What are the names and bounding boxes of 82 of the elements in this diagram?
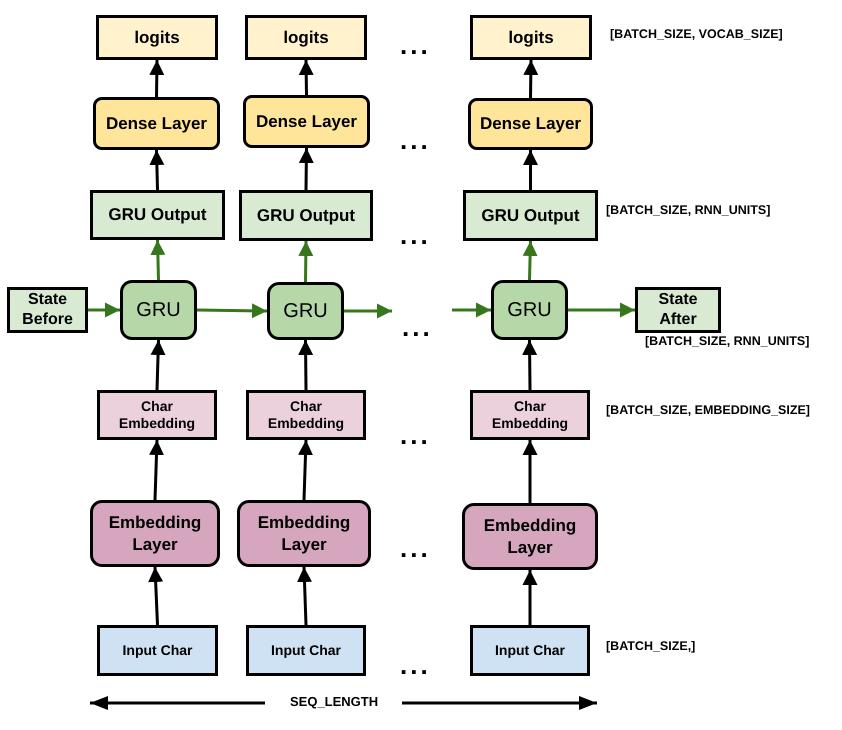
node-label: Dense Layer xyxy=(478,113,582,135)
arrow xyxy=(149,60,164,98)
ellipsis: ... xyxy=(400,30,431,62)
arrow xyxy=(298,240,314,282)
node-label: GRU Output xyxy=(256,204,356,226)
node-label: Char Embedding xyxy=(118,398,196,432)
arrow xyxy=(568,302,635,318)
arrow xyxy=(149,150,164,190)
node-label: Input Char xyxy=(494,642,566,660)
tensor-shape-label: [BATCH_SIZE, EMBEDDING_SIZE] xyxy=(606,403,810,418)
node-label: logits xyxy=(507,26,555,48)
ellipsis: ... xyxy=(402,312,433,344)
output-box xyxy=(239,190,373,241)
tensor-shape-label: [BATCH_SIZE, RNN_UNITS] xyxy=(645,334,810,349)
tensor-shape-label: [BATCH_SIZE, RNN_UNITS] xyxy=(606,203,770,218)
ellipsis: ... xyxy=(400,533,431,564)
layer-box xyxy=(468,98,593,150)
arrow xyxy=(522,570,538,625)
arrow xyxy=(522,240,538,280)
arrow xyxy=(298,440,313,500)
ellipsis: ... xyxy=(400,650,431,682)
arrow xyxy=(522,440,538,503)
dimension-label: SEQ_LENGTH xyxy=(290,694,378,710)
ellipsis: ... xyxy=(400,220,431,252)
arrow xyxy=(522,340,538,390)
node-label: Embedding Layer xyxy=(482,515,578,558)
arrow xyxy=(88,302,120,318)
arrow xyxy=(196,303,268,318)
node-label: Char Embedding xyxy=(266,398,346,432)
node-label: Embedding Layer xyxy=(108,512,202,555)
node-label: State Before xyxy=(21,290,74,330)
node-label: logits xyxy=(133,26,181,48)
tensor-shape-label: [BATCH_SIZE, VOCAB_SIZE] xyxy=(610,27,783,42)
gru-cell-box xyxy=(120,280,197,340)
ellipsis: ... xyxy=(400,125,431,156)
state-box xyxy=(635,287,721,333)
output-box xyxy=(463,190,598,241)
arrow xyxy=(150,240,166,280)
node-label: GRU xyxy=(282,298,329,324)
input-box xyxy=(470,625,590,676)
layer-box xyxy=(93,97,220,150)
output-box xyxy=(90,190,225,240)
gru-cell-box xyxy=(491,280,568,340)
node-label: logits xyxy=(282,26,330,48)
arrow xyxy=(149,440,164,500)
output-box xyxy=(470,15,592,60)
arrow xyxy=(148,566,164,626)
arrow xyxy=(298,340,314,390)
node-label: Dense Layer xyxy=(104,112,208,134)
arrow xyxy=(150,340,166,390)
output-box xyxy=(96,15,218,60)
state-box xyxy=(7,287,88,333)
arrow xyxy=(344,304,392,318)
arrow xyxy=(297,566,312,626)
layer-box xyxy=(462,503,598,570)
node-label: Char Embedding xyxy=(490,398,570,432)
node-label: State After xyxy=(657,290,699,330)
ellipsis: ... xyxy=(400,420,431,452)
output-box xyxy=(245,15,367,60)
input-box xyxy=(97,625,218,676)
layer-box xyxy=(237,500,371,567)
arrow xyxy=(298,148,314,190)
embedding-box xyxy=(246,390,366,440)
arrow xyxy=(523,150,538,190)
node-label: Input Char xyxy=(122,642,194,660)
layer-box xyxy=(243,95,370,148)
input-box xyxy=(246,625,366,676)
node-label: GRU Output xyxy=(480,204,581,226)
node-label: Input Char xyxy=(270,642,342,660)
tensor-shape-label: [BATCH_SIZE,] xyxy=(606,639,696,654)
node-label: Dense Layer xyxy=(254,110,358,132)
layer-box xyxy=(90,500,220,567)
node-label: GRU Output xyxy=(107,204,208,226)
embedding-box xyxy=(470,390,590,440)
node-label: GRU xyxy=(135,298,182,322)
arrow xyxy=(523,60,538,98)
arrow xyxy=(452,302,491,318)
embedding-box xyxy=(97,390,217,440)
node-label: GRU xyxy=(506,298,553,322)
arrow xyxy=(298,60,314,96)
node-label: Embedding Layer xyxy=(256,512,352,555)
gru-cell-box xyxy=(267,282,344,340)
